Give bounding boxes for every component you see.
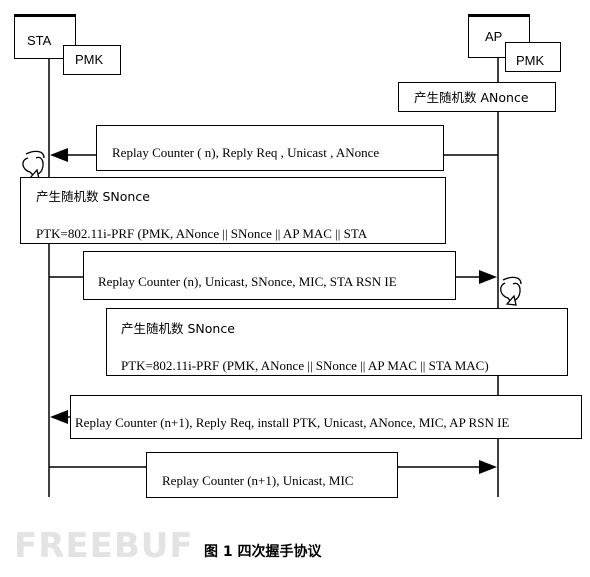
sta-pmk-label: PMK — [75, 52, 104, 67]
ap-pmk-label: PMK — [516, 53, 545, 68]
sta-ptk-formula: PTK=802.11i-PRF (PMK, ANonce || SNonce |… — [36, 226, 368, 241]
message-1-label: Replay Counter ( n), Reply Req , Unicast… — [112, 145, 380, 160]
sta-ptk-process-box — [20, 177, 446, 244]
ap-ptk-process-box — [106, 308, 568, 376]
message-1-box — [96, 125, 444, 171]
ap-snonce-line: 产生随机数 SNonce — [121, 321, 235, 336]
ap-anonce-note: 产生随机数 ANonce — [414, 90, 529, 105]
sta-pmk-box — [63, 45, 121, 75]
message-2-arrowhead — [479, 270, 497, 284]
message-3-arrowhead — [50, 410, 68, 424]
message-2-label: Replay Counter (n), Unicast, SNonce, MIC… — [98, 274, 397, 289]
message-2-box — [83, 251, 456, 300]
figure-caption: 图 1 四次握手协议 — [204, 544, 322, 560]
ap-label: AP — [485, 29, 503, 44]
message-4-arrowhead — [479, 460, 497, 474]
ap-anonce-note-box — [398, 82, 556, 112]
message-4-box — [146, 452, 398, 498]
ap-process-loop-icon — [500, 276, 522, 306]
message-3-box — [70, 395, 582, 439]
message-3-label: Replay Counter (n+1), Reply Req, install… — [75, 415, 510, 430]
ap-ptk-formula: PTK=802.11i-PRF (PMK, ANonce || SNonce |… — [121, 358, 489, 373]
message-1-arrowhead — [50, 148, 68, 162]
sta-snonce-line: 产生随机数 SNonce — [36, 189, 150, 204]
ap-pmk-box — [505, 42, 561, 72]
sta-process-loop-icon — [22, 150, 45, 180]
sta-label: STA — [27, 33, 52, 48]
message-4-label: Replay Counter (n+1), Unicast, MIC — [162, 473, 354, 488]
freebuf-watermark: FREEBUF — [14, 526, 194, 566]
